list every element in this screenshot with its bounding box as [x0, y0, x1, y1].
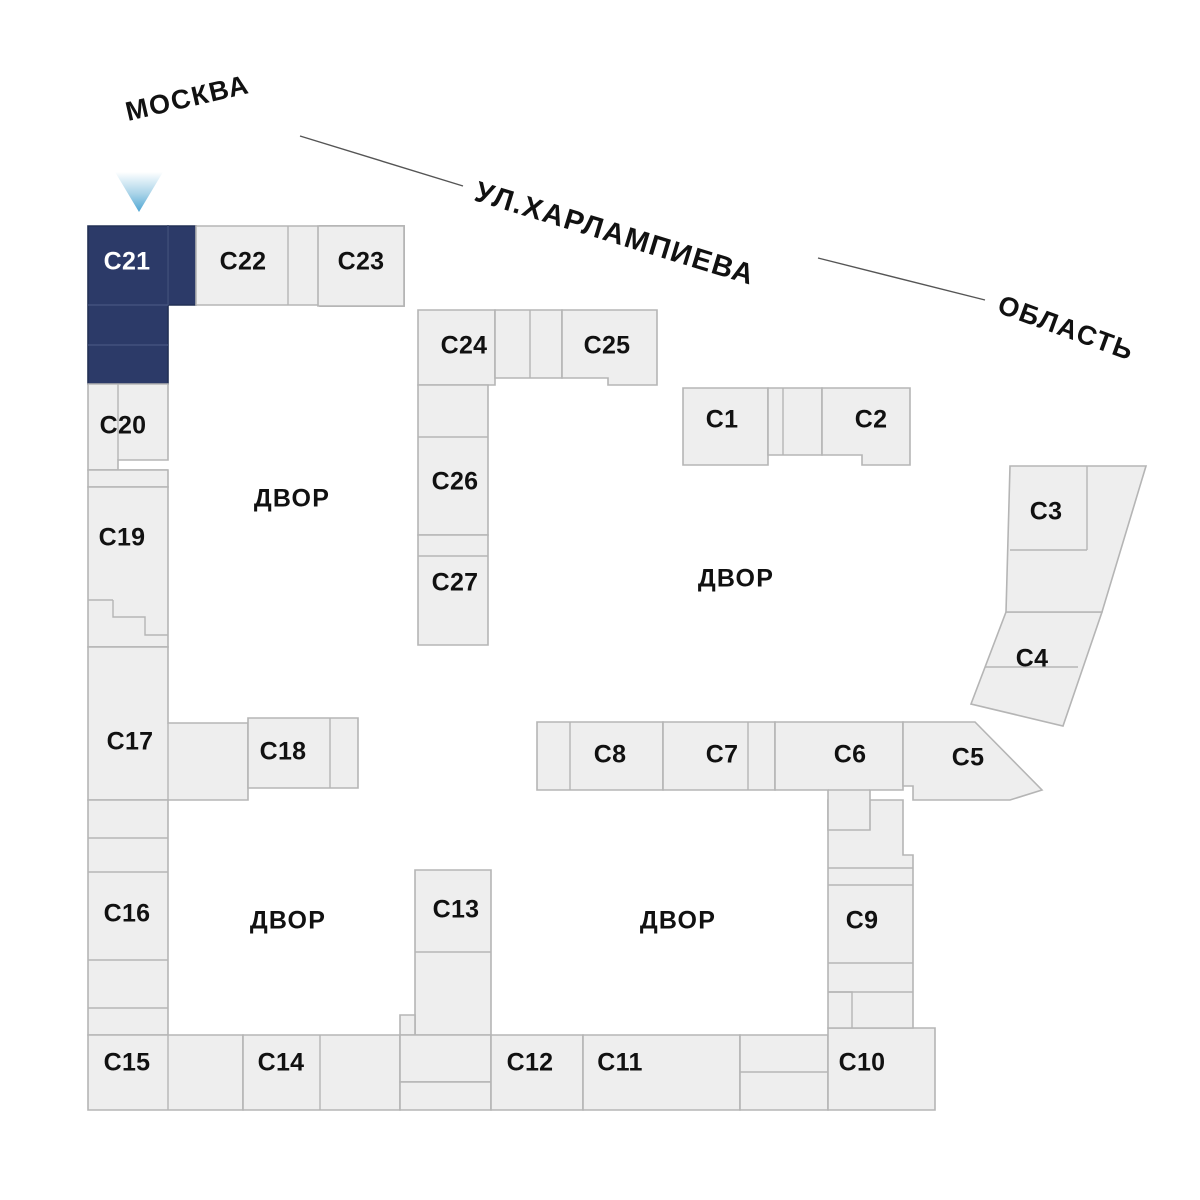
location-pin-triangle-icon[interactable]	[115, 172, 163, 212]
building-group-c4[interactable]: C4	[969, 611, 1104, 727]
building-group-c20[interactable]: C20	[87, 383, 169, 488]
building-label-c22: C22	[220, 248, 267, 276]
building-label-c17: C17	[107, 728, 154, 756]
building-group-c8[interactable]: C8	[536, 721, 664, 791]
building-group-c3[interactable]: C3	[1005, 465, 1148, 613]
building-label-c9: C9	[846, 907, 879, 935]
building-label-c3: C3	[1030, 498, 1063, 526]
building-label-c5: C5	[952, 744, 985, 772]
building-group-c2[interactable]: C2	[821, 387, 911, 466]
building-label-c16: C16	[104, 900, 151, 928]
building-group-c5[interactable]: C5	[902, 721, 1044, 801]
building-label-c11: C11	[597, 1049, 642, 1077]
building-label-c10: C10	[839, 1049, 886, 1077]
c23-body-2[interactable]	[317, 225, 405, 307]
building-label-c18: C18	[260, 738, 307, 766]
building-label-c2: C2	[855, 406, 888, 434]
building-group-c10-approach[interactable]	[739, 1034, 829, 1111]
building-group-c21[interactable]: C21	[87, 225, 197, 385]
building-label-c13: C13	[433, 896, 480, 924]
building-label-c14: C14	[258, 1049, 305, 1077]
building-label-c6: C6	[834, 741, 867, 769]
building-group-c1-c2-link[interactable]	[767, 387, 823, 456]
building-label-c4: C4	[1016, 645, 1049, 673]
building-group-c11[interactable]: C11	[582, 1034, 741, 1111]
yard-label-nw: ДВОР	[254, 485, 330, 513]
building-label-c27: C27	[432, 569, 479, 597]
direction-label-moscow: МОСКВА	[123, 69, 253, 127]
building-label-c26: C26	[432, 468, 479, 496]
direction-label-oblast: ОБЛАСТЬ	[994, 289, 1138, 366]
building-group-c13[interactable]: C13	[399, 869, 492, 1111]
building-label-c1: C1	[706, 406, 739, 434]
yard-label-ne: ДВОР	[698, 565, 774, 593]
building-group-c10[interactable]: C10	[827, 1027, 936, 1111]
building-group-c25[interactable]: C25	[561, 309, 658, 386]
building-group-c22[interactable]: C22	[195, 225, 321, 306]
building-label-c19: C19	[99, 524, 146, 552]
building-label-c20: C20	[100, 412, 147, 440]
street-name-label: УЛ.ХАРЛАМПИЕВА	[471, 176, 759, 292]
building-label-c15: C15	[104, 1049, 151, 1077]
building-group-c16[interactable]: C16	[87, 799, 169, 1036]
building-label-c25: C25	[584, 332, 631, 360]
yard-labels: ДВОР ДВОР ДВОР ДВОР	[250, 485, 774, 935]
building-label-c23-top: C23	[338, 248, 385, 276]
street-leader-right	[817, 257, 986, 301]
building-label-c21: C21	[104, 248, 151, 276]
building-group-c9[interactable]: C9	[827, 799, 914, 1029]
building-label-c7: C7	[706, 741, 739, 769]
building-group-c7[interactable]: C7	[662, 721, 776, 791]
building-label-c8: C8	[594, 741, 627, 769]
building-label-c24: C24	[441, 332, 488, 360]
building-group-c18[interactable]: C18	[247, 717, 359, 789]
building-group-c15[interactable]: C15	[87, 1034, 244, 1111]
building-group-c24[interactable]: C24	[417, 309, 496, 386]
building-group-c19[interactable]: C19	[87, 486, 169, 648]
building-group-c12[interactable]: C12	[490, 1034, 584, 1111]
yard-label-sw: ДВОР	[250, 907, 326, 935]
building-group-c14[interactable]: C14	[242, 1034, 401, 1111]
street-leader-left	[299, 135, 464, 187]
building-group-c26[interactable]: C26	[417, 384, 489, 536]
yard-label-se: ДВОР	[640, 907, 716, 935]
building-group-c27[interactable]: C27	[417, 534, 489, 646]
building-group-c24-c25-link[interactable]	[494, 309, 563, 379]
building-group-c17[interactable]: C17	[87, 646, 249, 801]
building-group-c1[interactable]: C1	[682, 387, 769, 466]
building-label-c12: C12	[507, 1049, 554, 1077]
